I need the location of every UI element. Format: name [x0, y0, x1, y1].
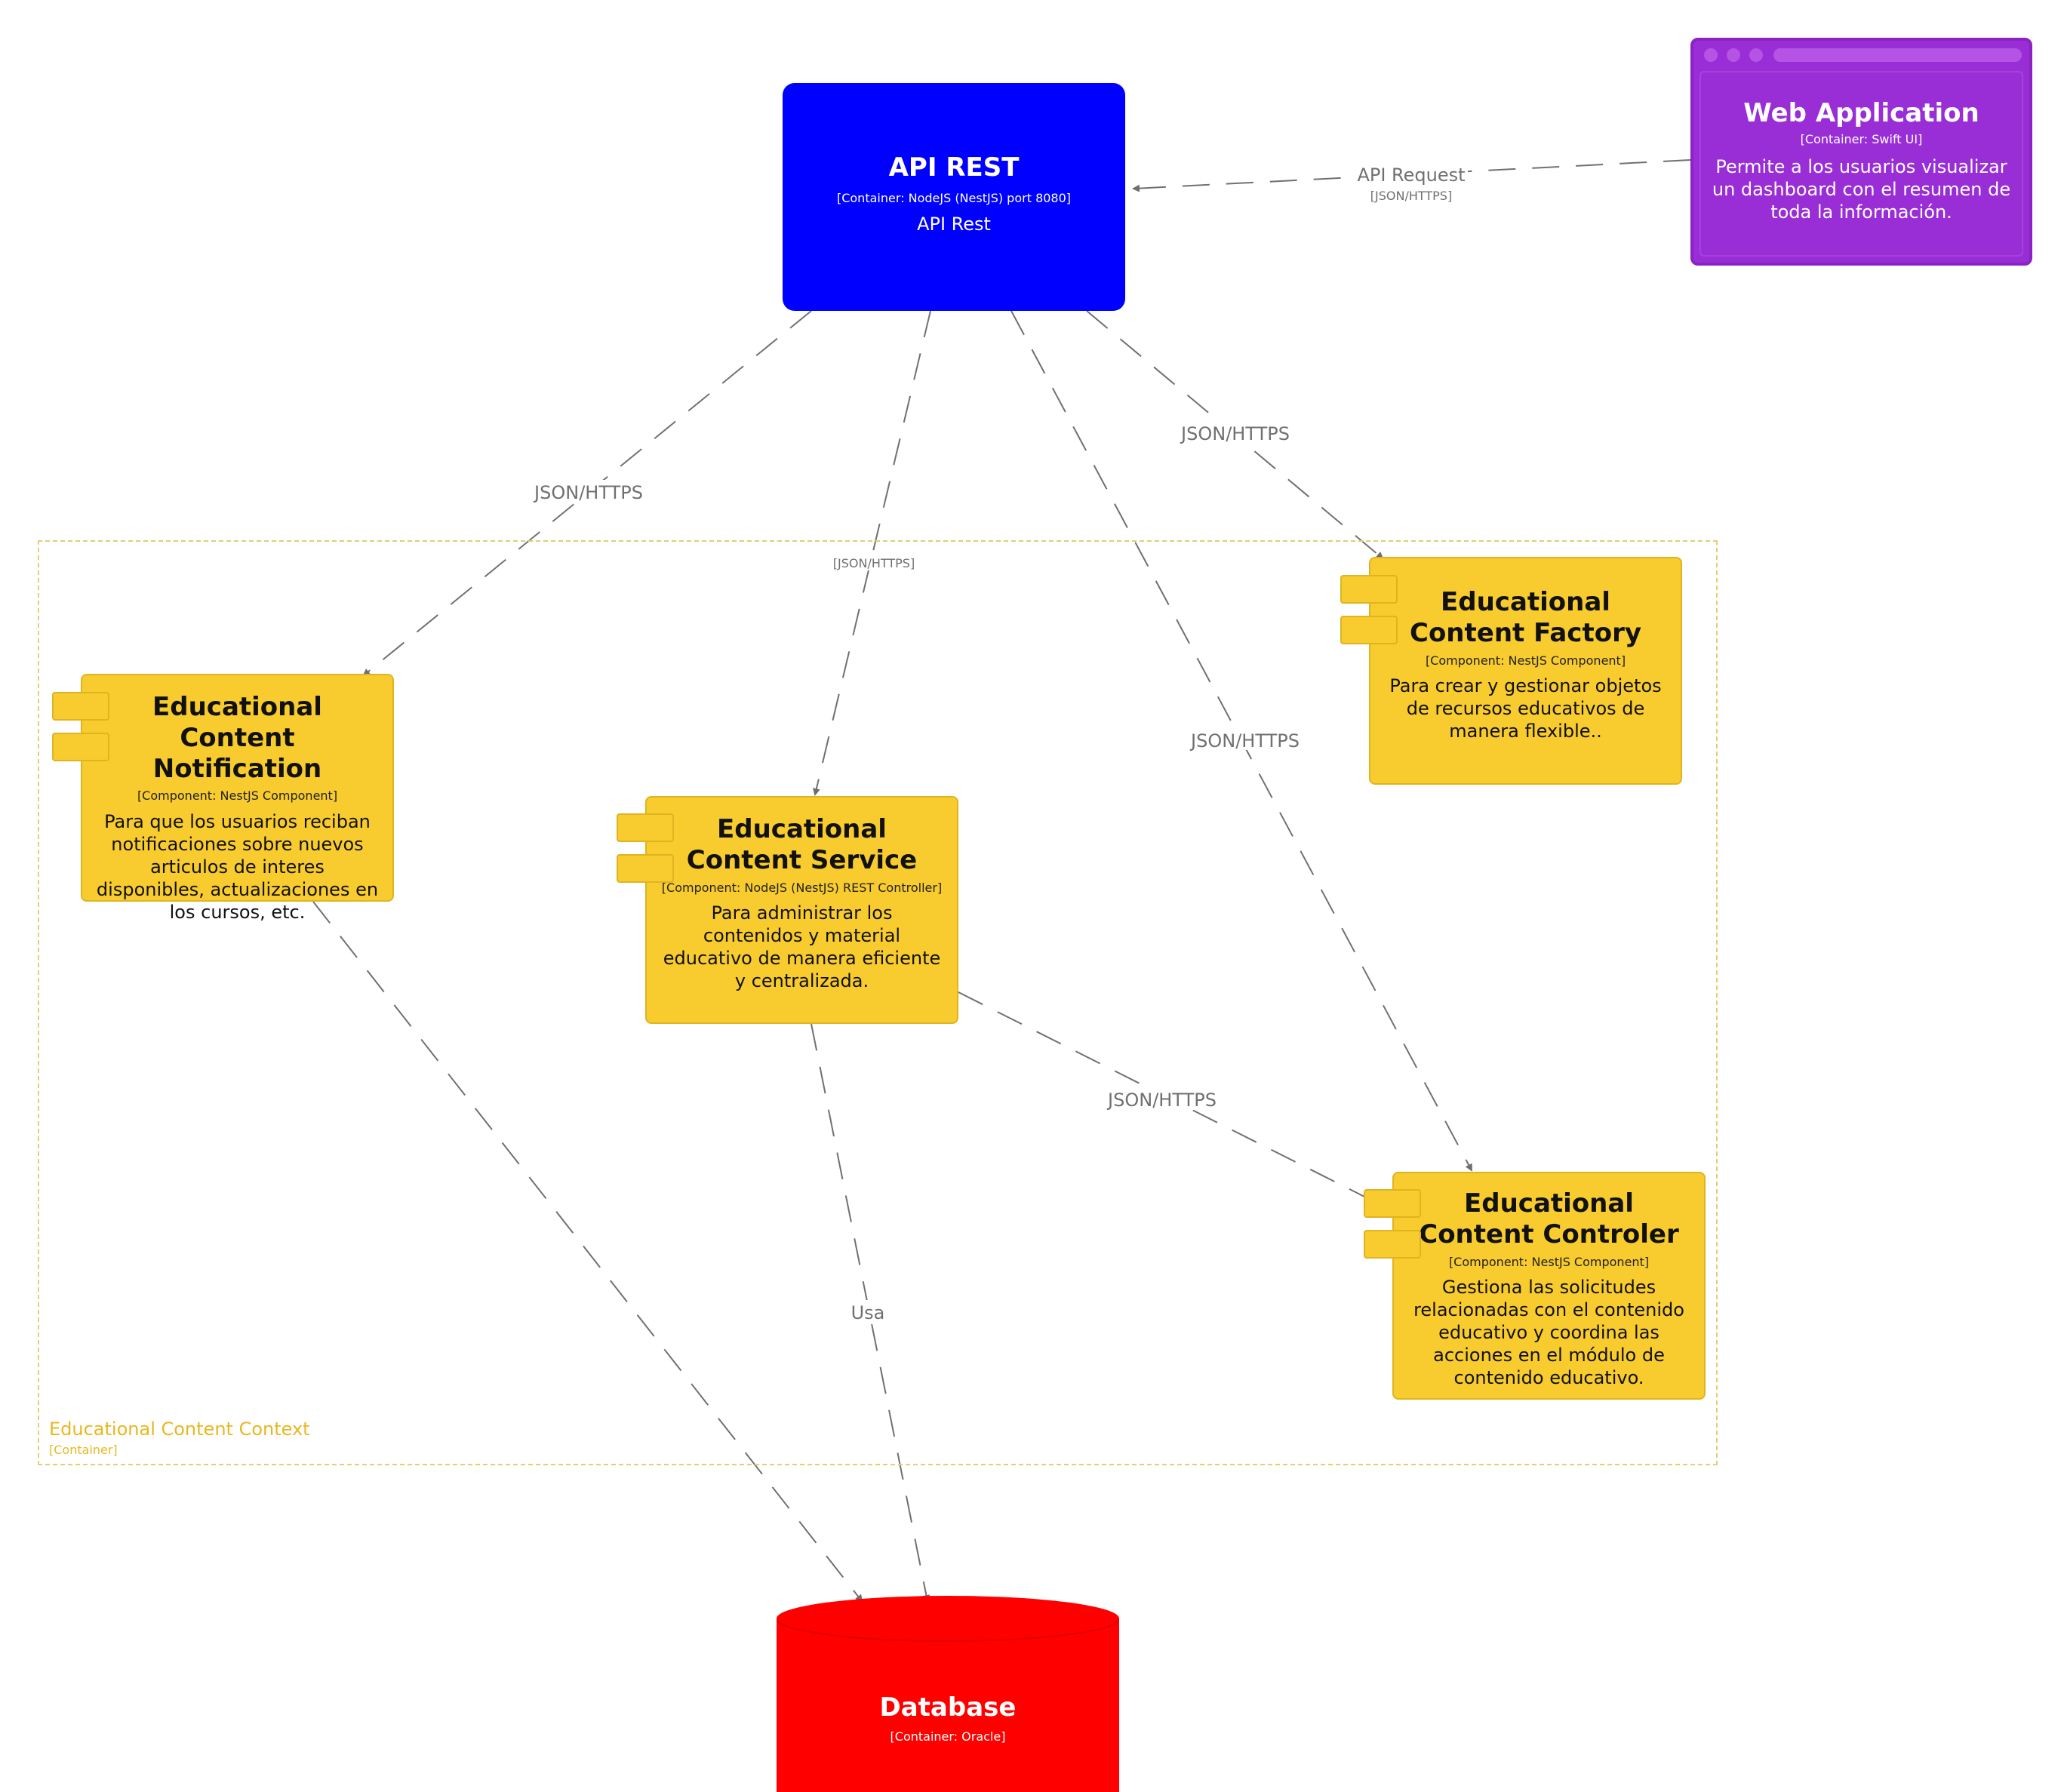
- boundary-technology: [Container]: [49, 1443, 118, 1457]
- component-tab-icon: [1364, 1189, 1421, 1218]
- edge-api-to-service: [812, 310, 931, 796]
- api-rest-container[interactable]: API REST [Container: NodeJS (NestJS) por…: [783, 83, 1125, 311]
- component-tab-icon: [617, 854, 674, 883]
- database-technology: [Container: Oracle]: [890, 1729, 1006, 1744]
- component-educational-content-factory[interactable]: Educational Content Factory [Component: …: [1369, 557, 1682, 785]
- component-tab-icon: [52, 692, 109, 721]
- component-educational-content-notification[interactable]: Educational Content Notification [Compon…: [81, 674, 394, 923]
- api-rest-description: API Rest: [917, 213, 991, 235]
- edge-service-to-database: [811, 1023, 930, 1603]
- component-tab-icon: [1340, 616, 1398, 644]
- component-tab-icon: [617, 813, 674, 842]
- component-description: Gestiona las solicitudes relacionadas co…: [1413, 1277, 1684, 1389]
- component-description: Para crear y gestionar objetos de recurs…: [1389, 675, 1662, 742]
- edge-tech-api-service: [JSON/HTTPS]: [833, 556, 915, 570]
- web-application-title: Web Application: [1743, 98, 1979, 128]
- component-title: Educational Content Factory: [1410, 587, 1641, 648]
- browser-chrome: [1698, 45, 2025, 63]
- boundary-educational-content-context: [38, 540, 1718, 1465]
- database-cylinder-icon: [777, 1596, 1119, 1792]
- window-dot-icon: [1727, 48, 1740, 62]
- component-educational-content-controler[interactable]: Educational Content Controler [Component…: [1392, 1172, 1706, 1400]
- edge-label-api-controller: JSON/HTTPS: [1189, 730, 1300, 752]
- window-dot-icon: [1704, 48, 1718, 62]
- component-technology: [Component: NestJS Component]: [1425, 653, 1626, 668]
- component-tab-icon: [52, 733, 109, 761]
- edge-tech-api-request: [JSON/HTTPS]: [1370, 189, 1452, 203]
- component-technology: [Component: NestJS Component]: [1448, 1254, 1650, 1269]
- web-application-container[interactable]: Web Application [Container: Swift UI] Pe…: [1690, 38, 2032, 266]
- component-technology: [Component: NestJS Component]: [137, 788, 338, 804]
- edge-label-api-factory: JSON/HTTPS: [1180, 423, 1290, 444]
- web-application-technology: [Container: Swift UI]: [1800, 131, 1923, 146]
- component-tab-icon: [1340, 575, 1398, 604]
- component-description: Para que los usuarios reciban notificaci…: [96, 811, 379, 924]
- component-title: Educational Content Service: [686, 814, 918, 875]
- edge-label-service-controller: JSON/HTTPS: [1106, 1090, 1217, 1111]
- component-title: Educational Content Controler: [1419, 1188, 1679, 1249]
- component-title: Educational Content Notification: [152, 692, 322, 784]
- boundary-title: Educational Content Context: [49, 1419, 310, 1440]
- component-tab-icon: [1364, 1230, 1421, 1259]
- web-application-description: Permite a los usuarios visualizar un das…: [1712, 155, 2011, 223]
- api-rest-technology: [Container: NodeJS (NestJS) port 8080]: [836, 190, 1072, 205]
- address-bar: [1773, 48, 2022, 62]
- api-rest-title: API REST: [888, 152, 1020, 183]
- component-technology: [Component: NodeJS (NestJS) REST Control…: [661, 880, 943, 895]
- edge-label-api-notification: JSON/HTTPS: [533, 482, 643, 503]
- edge-notification-to-database: [312, 901, 863, 1603]
- database-container[interactable]: Database [Container: Oracle]: [777, 1596, 1119, 1792]
- database-title: Database: [879, 1692, 1017, 1723]
- window-dot-icon: [1749, 48, 1763, 62]
- component-educational-content-service[interactable]: Educational Content Service [Component: …: [645, 796, 958, 1024]
- component-description: Para administrar los contenidos y materi…: [663, 902, 941, 992]
- edge-label-service-database: Usa: [851, 1302, 885, 1323]
- edge-label-api-request: API Request: [1357, 164, 1465, 186]
